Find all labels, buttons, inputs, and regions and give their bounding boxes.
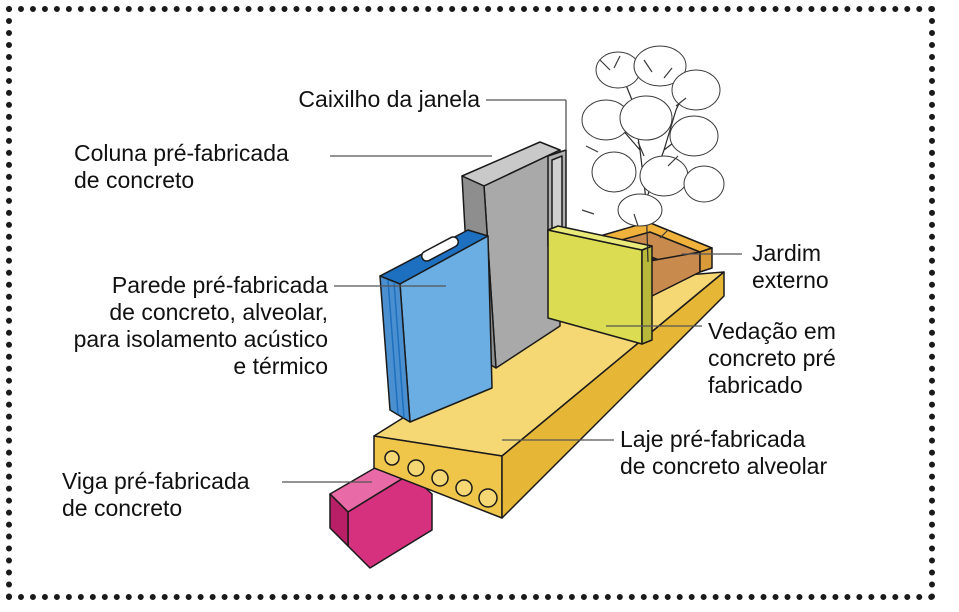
label-window-frame: Caixilho da janela (298, 86, 480, 112)
label-garden: Jardim externo (752, 240, 829, 293)
wall-panel (379, 229, 493, 423)
label-slab: Laje pré-fabricada de concreto alveolar (620, 426, 828, 479)
enclosure-panel (547, 225, 653, 345)
label-beam: Viga pré-fabricada de concreto (62, 468, 250, 521)
label-enclosure: Vedação em concreto pré fabricado (708, 318, 836, 398)
column (461, 141, 561, 369)
label-column: Coluna pré-fabricada de concreto (74, 140, 289, 193)
label-wall: Parede pré-fabricada de concreto, alveol… (73, 272, 328, 379)
tree (581, 45, 725, 263)
